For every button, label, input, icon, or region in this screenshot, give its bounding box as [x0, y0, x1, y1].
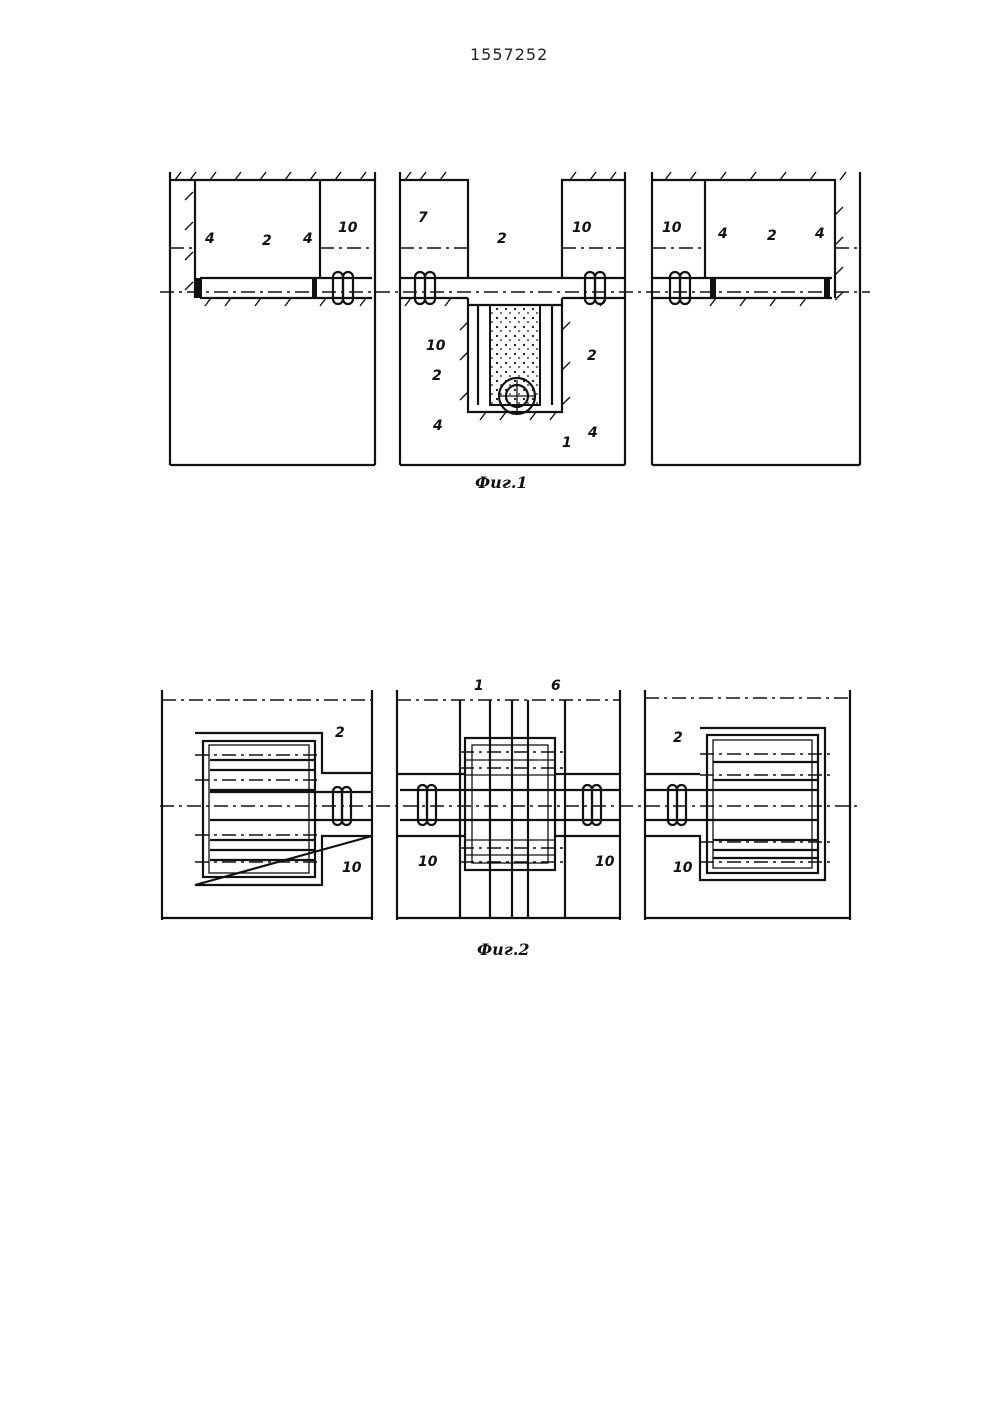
label: 10 [673, 860, 693, 876]
coupling-10 [413, 270, 427, 306]
fig2-left-panel [160, 690, 374, 920]
fig1-right-panel [650, 171, 862, 467]
seal-4 [196, 278, 202, 298]
label: 2 [262, 233, 272, 249]
label: 10 [338, 220, 358, 236]
fig1-left-panel [168, 171, 377, 467]
label: 10 [662, 220, 682, 236]
label: 2 [767, 228, 777, 244]
label: 4 [302, 231, 313, 247]
fig2-right-panel [643, 690, 852, 920]
label: 6 [551, 678, 561, 694]
label: 2 [432, 368, 442, 384]
figure-1: 4 2 4 10 7 2 10 10 2 2 4 1 4 10 4 2 4 Фи… [160, 171, 870, 492]
coupling-10 [331, 270, 345, 306]
label: 2 [673, 730, 683, 746]
label: 7 [418, 210, 428, 226]
seal-4 [312, 278, 317, 298]
pipe-1-well [463, 736, 557, 872]
figure-2: 2 10 1 6 10 10 2 10 Фиг.2 [160, 678, 860, 959]
label: 1 [474, 678, 484, 694]
fill-material [489, 304, 541, 406]
label: 2 [587, 348, 597, 364]
label: 10 [342, 860, 362, 876]
label: 4 [204, 231, 215, 247]
label: 1 [562, 435, 572, 451]
fig1-center-panel [398, 171, 627, 467]
label: 4 [587, 425, 598, 441]
pipe-1 [497, 376, 537, 416]
document-number: 1557252 [470, 45, 549, 64]
label: 10 [572, 220, 592, 236]
figure-2-caption: Фиг.2 [477, 940, 530, 959]
label: 4 [432, 418, 443, 434]
label: 4 [814, 226, 825, 242]
label: 10 [426, 338, 446, 354]
label: 10 [595, 854, 615, 870]
coupling-10 [668, 270, 682, 306]
label: 4 [717, 226, 728, 242]
coupling-10 [583, 270, 597, 306]
figure-1-caption: Фиг.1 [475, 473, 528, 492]
label: 2 [497, 231, 507, 247]
label: 10 [418, 854, 438, 870]
fig2-center-panel [395, 690, 622, 920]
label: 2 [335, 725, 345, 741]
